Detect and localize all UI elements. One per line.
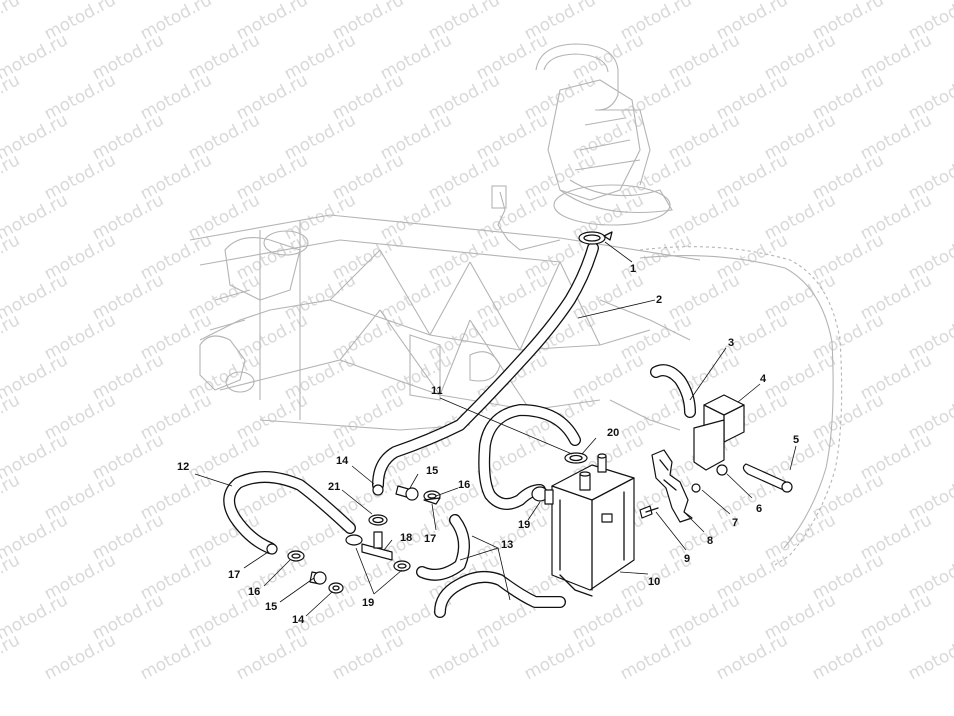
hose-12 — [223, 470, 356, 554]
callout-20: 20 — [607, 427, 619, 439]
callout-19-lower: 19 — [362, 597, 374, 609]
watermark-text: motod.ru — [713, 630, 791, 684]
watermark-text: motod.ru — [617, 630, 695, 684]
hose-clamp-1 — [578, 231, 613, 245]
callout-14-upper: 14 — [336, 455, 349, 467]
callout-18: 18 — [400, 532, 412, 544]
watermark-text: motod.ru — [0, 470, 23, 524]
watermark-text: motod.ru — [0, 0, 23, 44]
watermark-text: motod.ru — [0, 390, 23, 444]
watermark-text: motod.ru — [905, 630, 954, 684]
hose-2 — [372, 242, 599, 491]
callout-labels: 1 2 3 4 5 6 7 8 9 10 11 12 13 14 15 16 1… — [177, 263, 799, 626]
callout-9: 9 — [684, 553, 690, 565]
watermark-text: motod.ru — [137, 630, 215, 684]
callout-6: 6 — [756, 503, 762, 515]
watermark-text: motod.ru — [0, 310, 23, 364]
junction-parts-lower — [266, 543, 344, 594]
callout-15-upper: 15 — [426, 465, 438, 477]
watermark-text: motod.ru — [0, 150, 23, 204]
watermark-text: motod.ru — [329, 630, 407, 684]
watermark-text: motod.ru — [0, 550, 23, 604]
fastener-parts — [639, 464, 728, 519]
callout-16-upper: 16 — [458, 479, 470, 491]
callout-17-lower: 17 — [228, 569, 240, 581]
callout-3: 3 — [728, 337, 734, 349]
watermark-text: motod.ru — [0, 70, 23, 124]
callout-21: 21 — [328, 481, 340, 493]
hose-clamp-20 — [564, 452, 588, 464]
callout-19-right: 19 — [518, 519, 530, 531]
callout-14-lower: 14 — [292, 614, 305, 626]
callout-5: 5 — [793, 434, 799, 446]
callout-2: 2 — [656, 294, 662, 306]
filter-tube-5 — [742, 463, 793, 493]
watermark-text: motod.ru — [233, 630, 311, 684]
watermark-text: motod.ru — [0, 630, 23, 684]
callout-12: 12 — [177, 461, 189, 473]
clamp-21-tee-18 — [345, 514, 411, 572]
callout-11: 11 — [431, 385, 443, 397]
watermark-text: motod.ru — [0, 230, 23, 284]
hose-13 — [416, 514, 566, 618]
carbon-canister-10 — [551, 453, 635, 597]
callout-1: 1 — [630, 263, 636, 275]
callout-8: 8 — [707, 535, 713, 547]
callout-4: 4 — [760, 373, 767, 385]
watermark-text: motod.ru — [809, 630, 887, 684]
watermark-text: motod.ru — [41, 630, 119, 684]
watermark-text: motod.ru — [521, 630, 599, 684]
callout-7: 7 — [732, 517, 738, 529]
hose-11 — [478, 404, 581, 510]
callout-13: 13 — [501, 539, 513, 551]
callout-16-lower: 16 — [248, 586, 260, 598]
vent-valve-4 — [693, 394, 745, 471]
callout-17-upper: 17 — [424, 533, 436, 545]
callout-15-lower: 15 — [265, 601, 277, 613]
leader-lines — [194, 241, 797, 617]
watermark-text: motod.ru — [425, 630, 503, 684]
hose-clamp-19-canister — [531, 486, 554, 505]
junction-parts-upper — [372, 484, 441, 505]
hose-3 — [650, 364, 696, 418]
callout-10: 10 — [648, 576, 660, 588]
